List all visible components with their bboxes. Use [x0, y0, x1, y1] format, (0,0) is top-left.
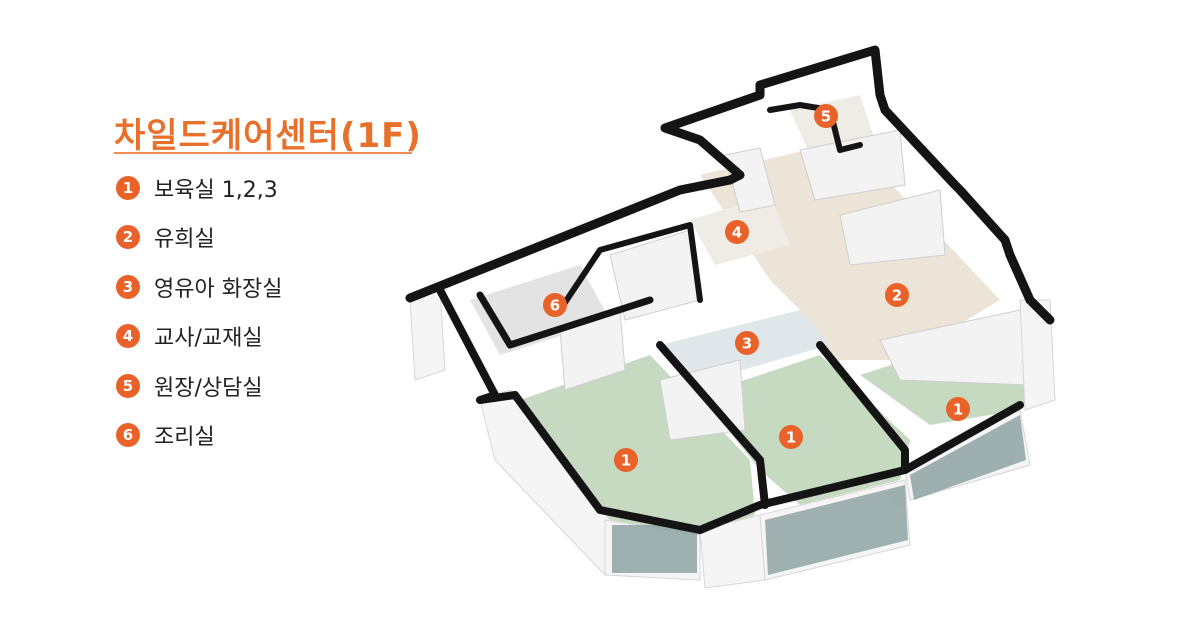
legend-item: 5 원장/상담실 [116, 373, 282, 401]
floor-classroom-1 [520, 355, 755, 535]
svg-text:3: 3 [742, 335, 752, 353]
window-strips [612, 415, 1026, 575]
room-marker-3: 3 [735, 331, 759, 355]
legend-number-badge: 3 [116, 274, 140, 299]
legend-label: 보육실 1,2,3 [154, 177, 278, 203]
legend-item: 6 조리실 [116, 423, 282, 450]
svg-text:1: 1 [786, 429, 796, 447]
legend-label: 영유아 화장실 [154, 276, 283, 302]
page-title: 차일드케어센터(1F) [114, 116, 422, 156]
legend-number-badge: 6 [116, 423, 140, 448]
svg-text:1: 1 [953, 401, 963, 419]
room-marker-1c: 1 [946, 397, 970, 421]
legend-item: 1 보육실 1,2,3 [116, 175, 282, 203]
legend-list: 1 보육실 1,2,3 2 유희실 3 영유아 화장실 4 교사/교재실 5 원장/상담실… [116, 175, 282, 473]
svg-text:4: 4 [732, 224, 742, 242]
svg-text:1: 1 [621, 452, 631, 470]
room-marker-4: 4 [725, 220, 749, 244]
legend-number-badge: 2 [116, 225, 140, 250]
legend-label: 조리실 [154, 425, 215, 451]
legend-label: 유희실 [154, 227, 215, 253]
room-marker-2: 2 [885, 283, 909, 307]
title-underline [114, 152, 412, 154]
room-marker-1b: 1 [779, 425, 803, 449]
room-marker-6: 6 [543, 293, 567, 317]
legend-number-badge: 5 [116, 373, 140, 398]
legend-number-badge: 4 [116, 324, 140, 349]
svg-text:6: 6 [550, 297, 560, 315]
room-marker-1a: 1 [614, 448, 638, 472]
svg-text:2: 2 [892, 287, 902, 305]
structural-walls [405, 45, 1055, 534]
legend-item: 2 유희실 [116, 225, 282, 252]
legend-item: 3 영유아 화장실 [116, 274, 282, 302]
legend-label: 원장/상담실 [154, 375, 263, 401]
legend-label: 교사/교재실 [154, 326, 263, 352]
legend-item: 4 교사/교재실 [116, 324, 282, 351]
room-marker-5: 5 [814, 104, 838, 128]
svg-text:5: 5 [821, 108, 831, 126]
interior-walls [559, 129, 1031, 441]
legend-number-badge: 1 [116, 175, 140, 200]
